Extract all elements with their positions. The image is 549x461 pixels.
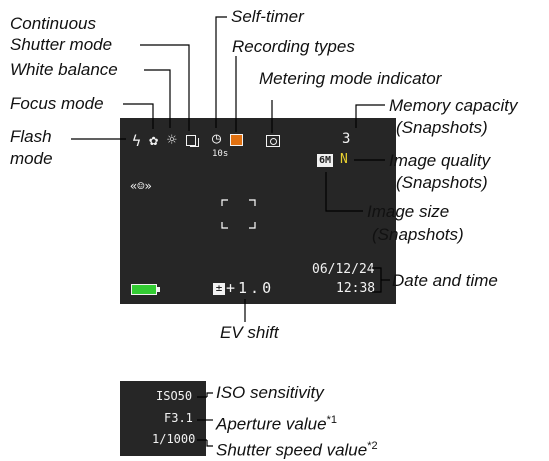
label-recording-types: Recording types	[232, 37, 355, 56]
metering-mode-icon	[266, 135, 280, 147]
anti-shake-icon: «☺»	[130, 179, 152, 193]
image-size-badge: 6M	[317, 154, 334, 167]
label-quality-1: Image quality	[389, 151, 491, 170]
battery-tip	[157, 287, 160, 292]
label-self-timer: Self-timer	[231, 7, 304, 26]
time-value: 12:38	[336, 281, 376, 296]
label-shutter-text: Shutter speed value	[216, 440, 368, 460]
label-memory-1: Memory capacity	[389, 96, 518, 115]
ev-shift-icon: ±	[213, 283, 225, 295]
shutter-value: 1/1000	[152, 432, 196, 446]
ev-shift-value: +1.0	[226, 279, 275, 297]
label-shutter: Shutter speed value*2	[216, 436, 378, 461]
memory-capacity-value: 3	[342, 131, 351, 147]
continuous-shutter-icon	[186, 135, 200, 148]
label-size-2: (Snapshots)	[372, 225, 464, 244]
label-memory-2: (Snapshots)	[396, 118, 488, 137]
date-value: 06/12/24	[312, 262, 375, 277]
image-quality-letter: N	[340, 152, 348, 167]
label-aperture-text: Aperture value	[216, 414, 327, 434]
white-balance-icon: ☼	[167, 130, 177, 149]
label-shutter-note: *2	[367, 440, 378, 452]
recording-type-icon	[230, 134, 243, 146]
label-aperture-note: *1	[326, 414, 337, 426]
label-size-1: Image size	[367, 202, 450, 221]
label-aperture: Aperture value*1	[216, 410, 337, 435]
label-white-balance: White balance	[10, 60, 118, 79]
label-flash-1: Flash	[10, 127, 52, 146]
label-continuous-2: Shutter mode	[10, 35, 113, 54]
lcd-screen-small	[120, 381, 206, 456]
flash-icon: ϟ	[132, 132, 142, 150]
focus-mode-icon: ✿	[149, 131, 159, 149]
label-continuous-1: Continuous	[10, 14, 97, 33]
aperture-value: F3.1	[164, 411, 193, 425]
label-quality-2: (Snapshots)	[396, 173, 488, 192]
iso-value: ISO50	[156, 389, 193, 403]
self-timer-value: 10s	[212, 149, 229, 159]
label-ev-shift: EV shift	[220, 323, 279, 342]
label-date-time: Date and time	[392, 271, 498, 290]
battery-icon	[131, 284, 157, 295]
self-timer-icon: ◷	[212, 129, 222, 147]
label-metering: Metering mode indicator	[259, 69, 442, 88]
label-flash-2: mode	[10, 149, 53, 168]
label-focus-mode: Focus mode	[10, 94, 104, 113]
label-iso: ISO sensitivity	[216, 383, 324, 402]
